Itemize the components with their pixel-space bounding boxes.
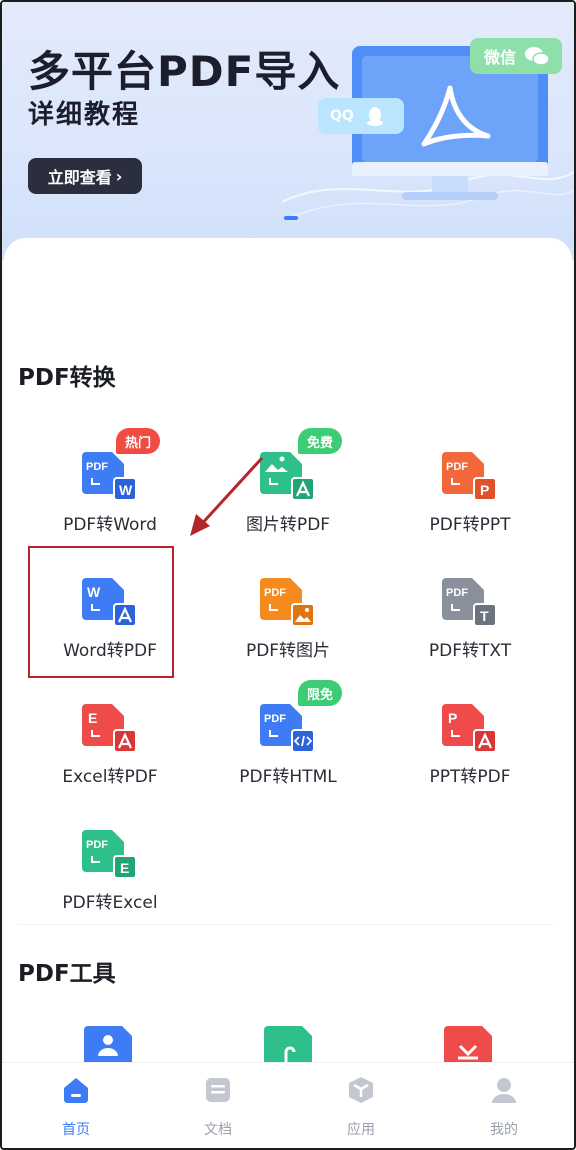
tool-label: PDF转Excel: [62, 893, 158, 913]
user-icon: [492, 1078, 516, 1103]
view-now-button[interactable]: 立即查看 ›: [28, 158, 142, 194]
pdf-to-image-icon: PDF: [260, 578, 315, 627]
tool-pdf-to-word[interactable]: PDF W 热门 PDF转Word: [24, 428, 196, 556]
nav-home-label: 首页: [62, 1122, 90, 1138]
monitor-illustration: [282, 46, 574, 218]
home-icon: [64, 1078, 88, 1103]
free-badge: 免费: [298, 428, 343, 454]
hot-badge: 热门: [116, 428, 161, 454]
svg-text:PDF: PDF: [446, 461, 468, 473]
tool-label: PDF转HTML: [239, 767, 337, 787]
nav-apps-label: 应用: [347, 1122, 375, 1138]
nav-mine[interactable]: 我的: [444, 1063, 564, 1148]
nav-mine-label: 我的: [490, 1122, 518, 1138]
tool-pdf-to-image[interactable]: PDF PDF转图片: [202, 572, 374, 682]
tool-label: PDF转Word: [63, 515, 157, 535]
limited-free-badge: 限免: [298, 680, 343, 706]
svg-text:W: W: [119, 482, 133, 498]
tool-label: PDF转图片: [245, 641, 331, 661]
tool-pdf-to-excel[interactable]: PDF E PDF转Excel: [24, 824, 196, 934]
nav-home[interactable]: 首页: [16, 1063, 136, 1148]
tool-label: Word转PDF: [63, 641, 157, 661]
wechat-label: 微信: [484, 48, 517, 67]
tool-label: Excel转PDF: [62, 767, 158, 787]
qq-label: QQ: [330, 108, 354, 124]
banner-subtitle: 详细教程: [28, 100, 141, 130]
svg-text:P: P: [448, 710, 457, 726]
tool-excel-to-pdf[interactable]: E Excel转PDF: [24, 698, 196, 808]
annotation-arrow-icon: [190, 456, 264, 536]
tool-label: 图片转PDF: [245, 515, 331, 535]
pdf-to-html-icon: PDF: [260, 704, 315, 753]
pdf-to-ppt-icon: PDF P: [442, 452, 497, 501]
excel-to-pdf-icon: E: [82, 704, 137, 753]
content-card: [4, 238, 572, 1068]
pdf-to-txt-icon: PDF T: [442, 578, 497, 627]
pdf-tool-red-icon[interactable]: [444, 1026, 494, 1062]
document-icon: [206, 1078, 230, 1102]
word-to-pdf-icon: W: [82, 578, 137, 627]
tool-pdf-to-html[interactable]: PDF 限免 PDF转HTML: [202, 680, 374, 808]
tool-label: PPT转PDF: [429, 767, 511, 787]
ppt-to-pdf-icon: P: [442, 704, 497, 753]
carousel-indicator: [284, 216, 298, 220]
pdf-to-word-icon: PDF W: [82, 452, 137, 501]
qq-penguin-icon: [366, 107, 383, 126]
svg-text:E: E: [120, 860, 129, 876]
tool-label: PDF转TXT: [428, 641, 512, 661]
tool-word-to-pdf[interactable]: W Word转PDF: [24, 572, 196, 682]
svg-text:PDF: PDF: [264, 587, 286, 599]
tool-label: PDF转PPT: [429, 515, 511, 535]
image-to-pdf-icon: [260, 452, 315, 501]
section-divider: [18, 924, 554, 925]
tool-pdf-to-txt[interactable]: PDF T PDF转TXT: [384, 572, 556, 682]
wechat-icon: [525, 47, 550, 66]
tool-ppt-to-pdf[interactable]: P PPT转PDF: [384, 698, 556, 808]
promo-banner[interactable]: 多平台PDF导入 详细教程 立即查看 › QQ 微信: [2, 2, 574, 260]
qq-bubble: QQ: [318, 98, 404, 134]
section-title-convert: PDF转换: [18, 365, 116, 391]
view-now-label: 立即查看: [47, 168, 112, 187]
pdf-tool-blue-icon[interactable]: [84, 1026, 134, 1062]
banner-title: 多平台PDF导入: [28, 47, 341, 96]
svg-text:E: E: [88, 710, 97, 726]
tool-pdf-to-ppt[interactable]: PDF P PDF转PPT: [384, 446, 556, 556]
tool-image-to-pdf[interactable]: 免费 图片转PDF: [202, 428, 374, 556]
chevron-right-icon: ›: [115, 166, 123, 186]
nav-apps[interactable]: 应用: [301, 1063, 421, 1148]
wechat-bubble: 微信: [470, 38, 562, 74]
section-title-tools: PDF工具: [18, 961, 116, 987]
cube-icon: [349, 1077, 373, 1103]
svg-text:P: P: [480, 482, 489, 498]
nav-docs-label: 文档: [204, 1122, 232, 1138]
svg-text:W: W: [87, 584, 101, 600]
svg-text:T: T: [480, 608, 489, 624]
pdf-tool-green-icon[interactable]: [264, 1026, 314, 1062]
svg-text:PDF: PDF: [446, 587, 468, 599]
svg-text:PDF: PDF: [86, 461, 108, 473]
svg-text:PDF: PDF: [86, 839, 108, 851]
bottom-nav: 首页 文档 应用 我的: [2, 1062, 574, 1148]
pdf-to-excel-icon: PDF E: [82, 830, 137, 879]
svg-text:PDF: PDF: [264, 713, 286, 725]
nav-docs[interactable]: 文档: [158, 1063, 278, 1148]
